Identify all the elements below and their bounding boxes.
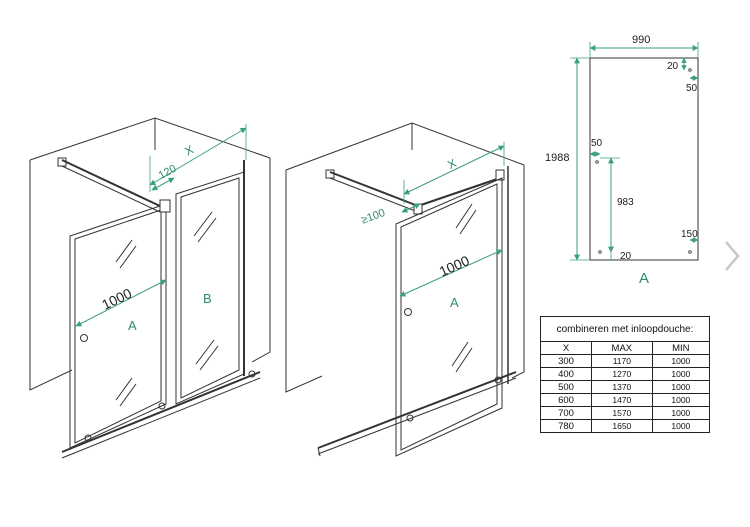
cell-min: 1000 — [651, 393, 711, 407]
cell-max: 1570 — [590, 406, 653, 420]
chevron-right-icon — [725, 241, 740, 271]
cell-min: 1000 — [651, 419, 711, 433]
left-panel-a-label: A — [128, 318, 137, 333]
middle-dim-1000: 1000 — [437, 252, 472, 279]
left-dim-120: 120 — [157, 163, 179, 182]
table-title-row: combineren met inloopdouche: — [540, 316, 710, 342]
cell-min: 1000 — [651, 354, 711, 368]
panel-width-label: 990 — [632, 34, 650, 46]
middle-dim-x: X — [445, 156, 458, 172]
header-max: MAX — [590, 341, 653, 355]
panel-dim-50-left: 50 — [591, 138, 603, 149]
table-row: 600 1470 1000 — [540, 393, 711, 407]
cell-max: 1470 — [590, 393, 653, 407]
middle-panel-a-label: A — [450, 295, 459, 310]
cell-max: 1270 — [590, 367, 653, 381]
cell-max: 1650 — [590, 419, 653, 433]
panel-dim-150: 150 — [681, 229, 698, 240]
cell-max: 1370 — [590, 380, 653, 394]
table-header-row: X MAX MIN — [540, 341, 711, 355]
middle-dimensions: X ≥100 1000 A — [360, 142, 505, 310]
cell-x: 600 — [540, 393, 592, 407]
table-row: 500 1370 1000 — [540, 380, 711, 394]
header-min: MIN — [651, 341, 711, 355]
cell-min: 1000 — [651, 406, 711, 420]
panel-a-drawing: 990 1988 20 50 50 983 150 20 A — [545, 34, 699, 287]
left-dim-1000: 1000 — [99, 285, 134, 313]
cell-x: 500 — [540, 380, 592, 394]
table-row: 700 1570 1000 — [540, 406, 711, 420]
panel-height-label: 1988 — [545, 152, 569, 164]
cell-min: 1000 — [651, 367, 711, 381]
cell-x: 780 — [540, 419, 592, 433]
panel-dim-50-right: 50 — [686, 83, 698, 94]
combination-table: combineren met inloopdouche: X MAX MIN 3… — [540, 316, 711, 433]
cell-x: 400 — [540, 367, 592, 381]
next-image-button[interactable] — [720, 238, 744, 274]
panel-dim-983: 983 — [617, 197, 634, 208]
left-dim-x: X — [182, 142, 196, 158]
table-row: 780 1650 1000 — [540, 419, 711, 433]
left-shower-drawing — [29, 117, 271, 459]
table-row: 400 1270 1000 — [540, 367, 711, 381]
cell-min: 1000 — [651, 380, 711, 394]
panel-dim-20-top: 20 — [667, 61, 679, 72]
header-x: X — [540, 341, 592, 355]
table-row: 300 1170 1000 — [540, 354, 711, 368]
middle-dim-100: ≥100 — [360, 207, 387, 227]
panel-dim-20-bottom: 20 — [620, 251, 632, 262]
cell-x: 300 — [540, 354, 592, 368]
panel-a-label: A — [639, 270, 649, 287]
left-panel-b-label: B — [203, 291, 212, 306]
middle-shower-drawing — [285, 122, 525, 457]
cell-max: 1170 — [590, 354, 653, 368]
table-title: combineren met inloopdouche: — [540, 316, 710, 342]
cell-x: 700 — [540, 406, 592, 420]
